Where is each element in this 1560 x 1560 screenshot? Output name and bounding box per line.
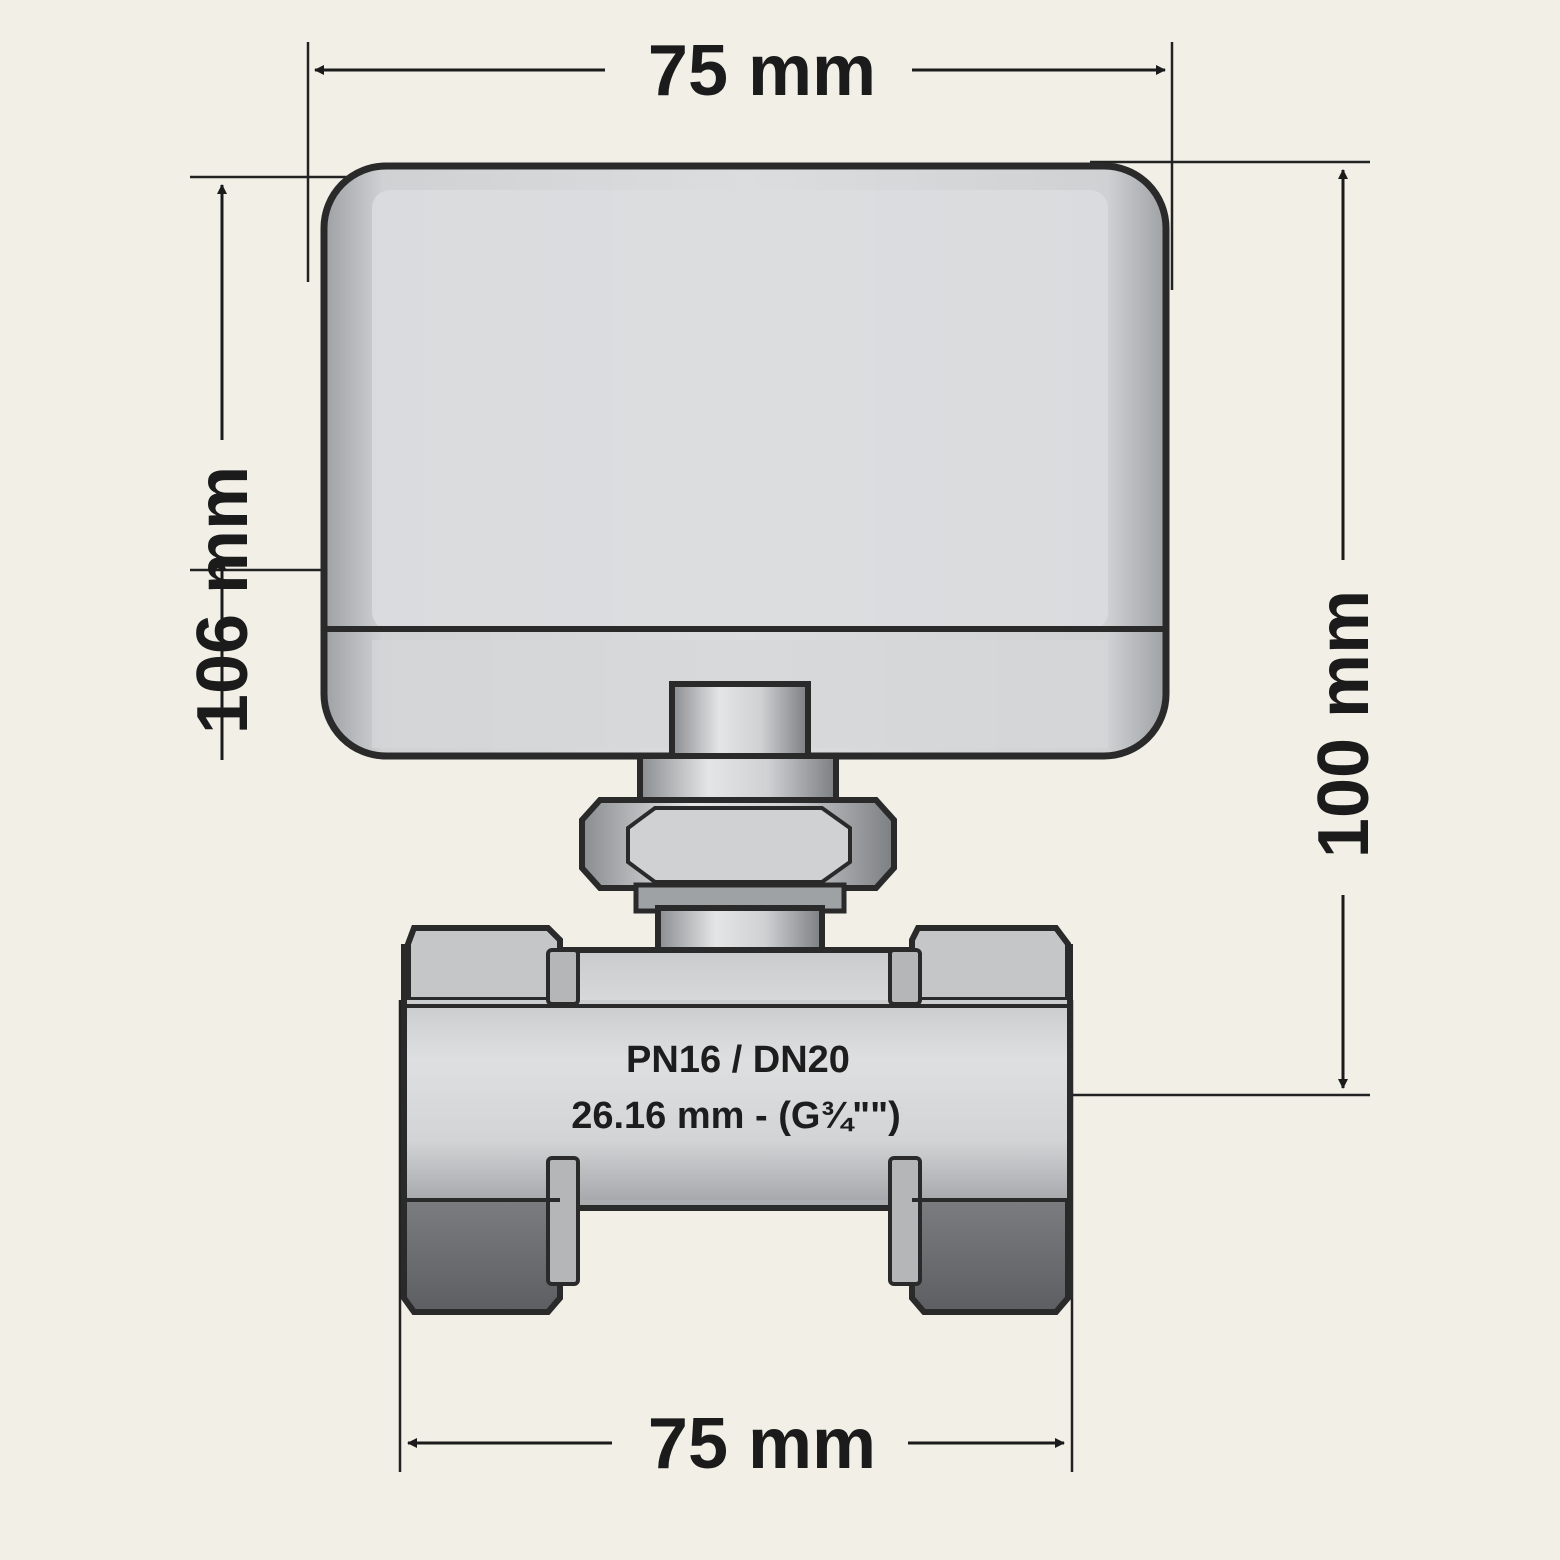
left-fitting-bottom <box>401 1195 563 1315</box>
stem-upper <box>669 681 811 763</box>
groove-slot-bottom-left <box>546 1156 580 1286</box>
hex-nut-face <box>626 806 852 884</box>
left-fitting-top <box>405 925 563 1003</box>
pressure-diameter-label: PN16 / DN20 <box>626 1039 850 1081</box>
groove-slot-bottom-right <box>888 1156 922 1286</box>
left-height-label: 106 mm <box>183 466 263 734</box>
thread-size-label: 26.16 mm - (G¾"") <box>571 1095 901 1137</box>
hex-nut <box>579 797 897 914</box>
valve-body <box>401 905 1073 1315</box>
actuator-housing <box>320 162 1170 760</box>
groove-slot-top-right <box>888 948 922 1006</box>
valve-stem <box>637 681 839 811</box>
bottom-width-label: 75 mm <box>648 1404 876 1484</box>
dimension-arrows <box>217 65 1348 1448</box>
top-width-label: 75 mm <box>648 31 876 111</box>
right-fitting-top <box>909 925 1071 1003</box>
valve-label-band <box>404 1000 1072 1200</box>
groove-slot-top-left <box>546 948 580 1006</box>
right-fitting-bottom <box>909 1195 1071 1315</box>
actuator-housing-top-panel <box>372 190 1108 630</box>
right-height-label: 100 mm <box>1304 590 1384 858</box>
